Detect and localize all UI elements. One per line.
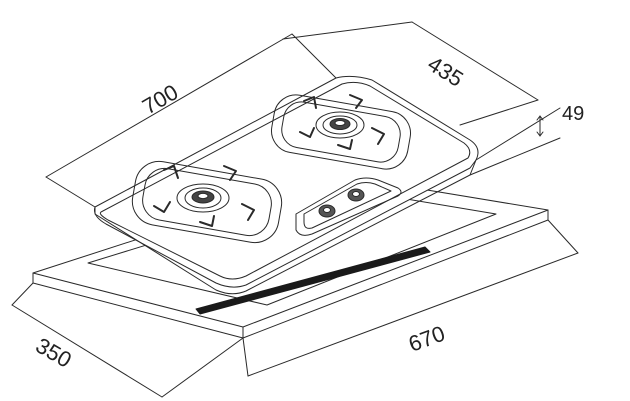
burner-front-left: [131, 160, 283, 244]
burner-icon: [176, 183, 230, 213]
label-435: 435: [423, 51, 467, 92]
panel-shadow: [195, 246, 431, 315]
label-49: 49: [562, 103, 584, 125]
dimension-49: [469, 107, 561, 176]
dimension-350: [11, 282, 244, 398]
control-panel: [295, 177, 402, 236]
burner-icon: [315, 111, 365, 139]
dimension-670: [242, 219, 579, 377]
control-knob-icon[interactable]: [318, 204, 336, 218]
hob-panel: [94, 75, 479, 295]
label-350: 350: [32, 333, 76, 373]
control-knob-icon[interactable]: [347, 188, 365, 202]
dimension-435: [282, 21, 539, 126]
burner-back-right: [270, 94, 412, 170]
pan-support-icon: [153, 165, 255, 227]
pan-support-icon: [299, 94, 385, 150]
label-670: 670: [405, 321, 448, 357]
dimension-700: [45, 33, 337, 208]
label-700: 700: [138, 79, 182, 119]
